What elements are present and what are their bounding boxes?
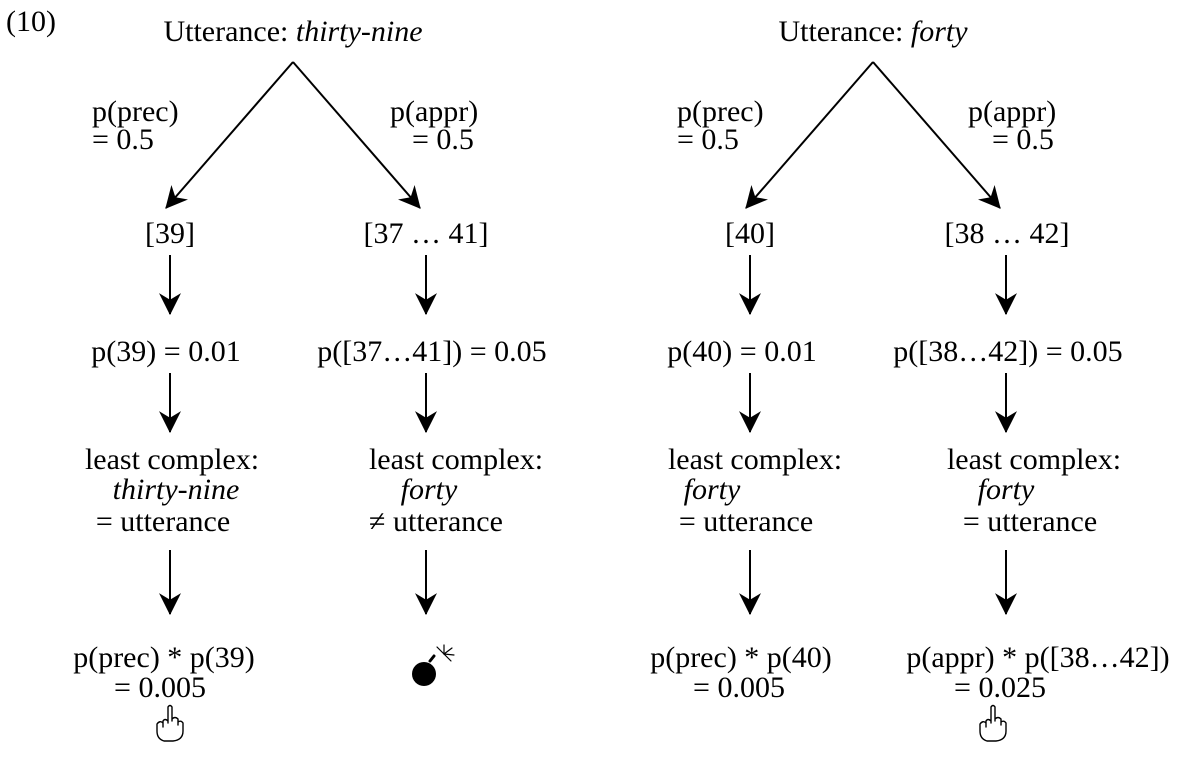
left-prec-compare: = utterance [95, 505, 231, 538]
left-appr-compare: ≠ utterance [369, 505, 503, 538]
right-prec-result-expr: p(prec) * p(40) [650, 641, 832, 674]
left-appr-least-complex-label: least complex: [368, 443, 544, 476]
left-utterance-label: Utterance: [163, 15, 289, 48]
right-prec-least-complex-word: forty [683, 473, 741, 506]
right-appr-edge-label: p(appr) [968, 95, 1057, 128]
left-appr-least-complex-word: forty [400, 473, 458, 506]
left-appr-edge-label: p(appr) [390, 95, 479, 128]
right-appr-edge-value: = 0.5 [992, 123, 1054, 156]
left-prec-least-complex-label: least complex: [84, 443, 260, 476]
right-prec-prob: p(40) = 0.01 [667, 335, 817, 368]
right-utterance-header: Utterance: forty [778, 16, 967, 48]
left-prec-prob: p(39) = 0.01 [91, 335, 241, 368]
right-appr-result-expr: p(appr) * p([38…42]) [906, 641, 1170, 674]
left-prec-edge-arrow [165, 61, 294, 209]
left-appr-edge-arrow [292, 61, 421, 209]
pointing-hand-icon [156, 704, 184, 742]
right-prec-edge-arrow [745, 61, 874, 209]
left-prec-least-complex-word: thirty-nine [112, 473, 240, 506]
right-appr-set: [38 … 42] [944, 217, 1070, 250]
right-prec-edge-value: = 0.5 [677, 123, 739, 156]
right-appr-result-value: = 0.025 [954, 671, 1046, 704]
left-utterance-word: thirty-nine [295, 15, 423, 48]
right-appr-compare: = utterance [962, 505, 1098, 538]
left-appr-edge-value: = 0.5 [412, 123, 474, 156]
left-appr-set: [37 … 41] [363, 217, 489, 250]
right-appr-least-complex-label: least complex: [946, 443, 1122, 476]
right-appr-least-complex-word: forty [977, 473, 1035, 506]
right-prec-result-value: = 0.005 [693, 671, 785, 704]
right-prec-compare: = utterance [678, 505, 814, 538]
right-appr-edge-arrow [872, 61, 1001, 209]
left-prec-result-expr: p(prec) * p(39) [73, 641, 255, 674]
right-prec-edge-label: p(prec) [677, 95, 764, 128]
left-appr-prob: p([37…41]) = 0.05 [317, 335, 547, 368]
pointing-hand-icon [979, 704, 1007, 742]
bomb-icon [412, 644, 455, 686]
left-prec-edge-label: p(prec) [92, 95, 179, 128]
left-utterance-header: Utterance: thirty-nine [163, 16, 422, 48]
example-number: (10) [6, 5, 56, 38]
left-prec-result-value: = 0.005 [114, 671, 206, 704]
left-prec-set: [39] [145, 217, 195, 250]
left-prec-edge-value: = 0.5 [92, 123, 154, 156]
right-appr-prob: p([38…42]) = 0.05 [893, 335, 1123, 368]
right-prec-least-complex-label: least complex: [667, 443, 843, 476]
right-utterance-word: forty [910, 15, 968, 48]
right-prec-set: [40] [725, 217, 775, 250]
right-utterance-label: Utterance: [778, 15, 904, 48]
